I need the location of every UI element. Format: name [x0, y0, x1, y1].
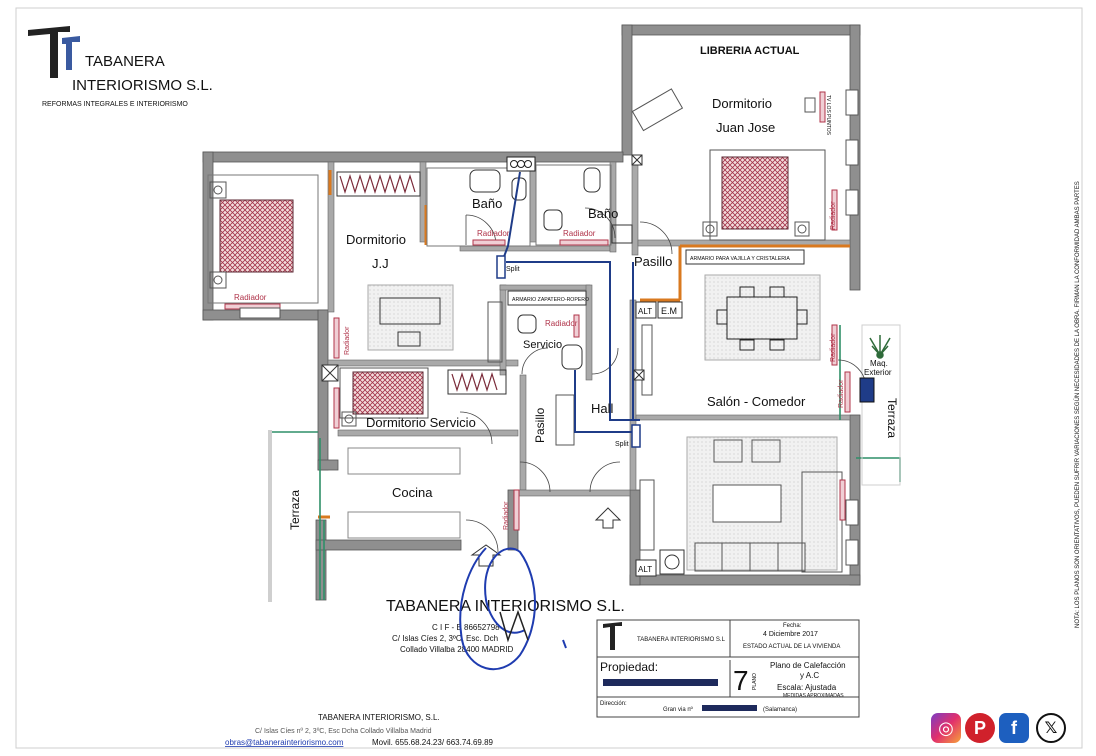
- label-radiador-6: Radiador: [830, 201, 837, 230]
- plant-icon: [869, 335, 891, 359]
- facebook-icon[interactable]: f: [999, 713, 1029, 743]
- label-hall: Hall: [591, 401, 614, 416]
- label-terraza-right: Terraza: [885, 398, 899, 438]
- instagram-icon[interactable]: ◎: [931, 713, 961, 743]
- label-bano-1: Baño: [472, 196, 502, 211]
- label-alt-2: ALT: [638, 565, 652, 574]
- label-radiador-7: Radiador: [830, 333, 837, 362]
- label-dorm-jj-1: Dormitorio: [712, 96, 772, 111]
- radiators: [224, 91, 851, 531]
- footer-name: TABANERA INTERIORISMO, S.L.: [318, 713, 440, 722]
- label-cocina: Cocina: [392, 485, 433, 500]
- stamp-city: Collado Villalba 28400 MADRID: [400, 645, 513, 654]
- living-furniture: [686, 436, 843, 573]
- tb-plano-num: 7: [733, 665, 749, 696]
- label-libreria: LIBRERIA ACTUAL: [700, 45, 800, 57]
- footer-phone: Movil. 655.68.24.23/ 663.74.69.89: [372, 738, 494, 747]
- signature-mark: [459, 547, 536, 671]
- stamp-cif: C I F - B 86652798: [432, 623, 500, 632]
- footer-address: C/ Islas Cíes nº 2, 3ºC, Esc Dcha Collad…: [255, 728, 432, 735]
- label-split-2: Split: [615, 441, 629, 448]
- label-pasillo-left: Pasillo: [533, 407, 547, 443]
- label-radiador-2: Radiador: [477, 229, 510, 238]
- label-radiador-8: Radiador: [838, 379, 845, 408]
- tb-medidas: MEDIDAS APROXIMADAS: [783, 693, 844, 699]
- label-split-1: Split: [506, 266, 520, 273]
- pinterest-icon[interactable]: P: [965, 713, 995, 743]
- tb-direccion-label: Dirección:: [600, 701, 627, 707]
- company-stamp: TABANERA INTERIORISMO S.L. C I F - B 866…: [386, 598, 625, 654]
- label-radiador-3: Radiador: [563, 229, 596, 238]
- tb-company: TABANERA INTERIORISMO S.L: [637, 637, 726, 643]
- title-block: TABANERA INTERIORISMO S.L Fecha: 4 Dicie…: [596, 619, 860, 718]
- entrance-arrow-icon: [594, 507, 622, 529]
- footer: TABANERA INTERIORISMO, S.L. C/ Islas Cíe…: [225, 713, 494, 747]
- label-dorm-jj-2: Juan Jose: [716, 120, 775, 135]
- label-servicio: Servicio: [523, 339, 562, 351]
- label-armario-vajilla: ARMARIO PARA VAJILLA Y CRISTALERIA: [690, 256, 790, 262]
- tb-fecha-label: Fecha:: [783, 623, 802, 629]
- label-terraza-left: Terraza: [288, 490, 302, 530]
- side-note: NOTA: LOS PLANOS SON ORIENTATIVOS, PUEDE…: [1074, 181, 1081, 628]
- company-logo: TABANERA INTERIORISMO S.L. REFORMAS INTE…: [22, 22, 213, 108]
- label-alt-1: ALT: [638, 307, 652, 316]
- label-bano-2: Baño: [588, 206, 618, 221]
- tb-direccion-street: Gran via nº: [663, 706, 694, 713]
- label-salon: Salón - Comedor: [707, 394, 806, 409]
- label-radiador-5: Radiador: [344, 326, 351, 355]
- stamp-name: TABANERA INTERIORISMO S.L.: [386, 598, 625, 615]
- label-radiador-4: Radiador: [545, 319, 578, 328]
- label-tv: TV LOS PUNTOS: [825, 95, 831, 136]
- label-maq-1: Maq.: [870, 359, 888, 368]
- tb-plano-title-2: y A.C: [800, 671, 819, 680]
- x-icon[interactable]: 𝕏: [1036, 713, 1066, 743]
- label-dorm-small-2: J.J: [372, 256, 389, 271]
- ac-pipes: [501, 171, 640, 433]
- dining-table: [704, 274, 821, 361]
- label-pasillo-top: Pasillo: [634, 254, 672, 269]
- tb-escala: Escala: Ajustada: [777, 683, 837, 692]
- label-radiador-9: Radiador: [503, 501, 510, 530]
- label-maq-2: Exterior: [864, 368, 892, 377]
- label-dorm-small-1: Dormitorio: [346, 232, 406, 247]
- bed-small: [207, 174, 319, 304]
- footer-email: obras@tabanerainteriorismo.com: [225, 738, 344, 747]
- tb-plano-word: PLANO: [752, 673, 758, 690]
- label-dorm-servicio: Dormitorio Servicio: [366, 415, 476, 430]
- logo-tagline: REFORMAS INTEGRALES E INTERIORISMO: [42, 101, 188, 108]
- logo-name-line2: INTERIORISMO S.L.: [72, 77, 213, 94]
- logo-name-line1: TABANERA: [85, 53, 165, 70]
- label-em: E.M: [661, 306, 677, 316]
- tb-propiedad-label: Propiedad:: [600, 660, 658, 674]
- tb-plano-title-1: Plano de Calefacción: [770, 661, 846, 670]
- label-radiador-1: Radiador: [234, 293, 267, 302]
- tb-fecha: 4 Diciembre 2017: [763, 631, 818, 638]
- stamp-address: C/ Islas Cíes 2, 3ºC, Esc. Dch: [392, 634, 498, 643]
- tb-estado: ESTADO ACTUAL DE LA VIVIENDA: [743, 644, 840, 650]
- partitions: [318, 170, 850, 519]
- tb-direccion-area: (Salamanca): [763, 707, 797, 713]
- label-armario-zapatero: ARMARIO ZAPATERO-ROPERO: [512, 297, 589, 303]
- bed-juan-jose: [702, 149, 826, 241]
